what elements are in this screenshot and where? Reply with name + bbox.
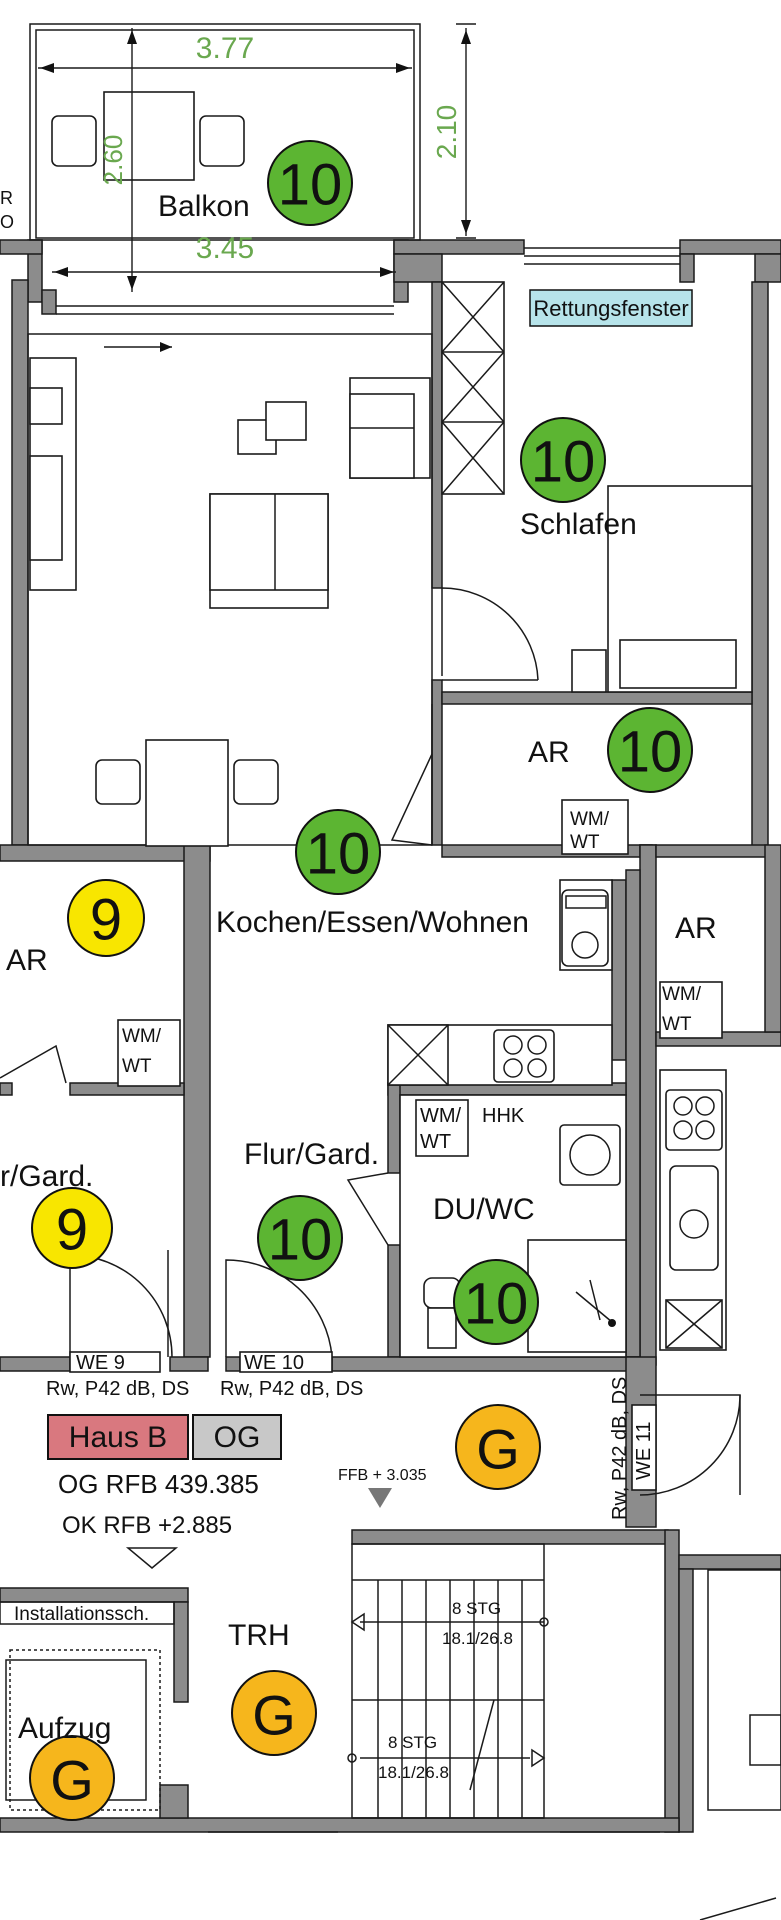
rettungsfenster-bg — [529, 289, 693, 327]
badge-flur — [257, 1195, 343, 1281]
og-rfb-label: OG RFB 439.385 — [58, 1469, 259, 1499]
wmwt-bath-1: WM/ — [420, 1105, 462, 1127]
dim-balkon-width-top: 3.77 — [196, 32, 254, 65]
annotations: Rettungsfenster WM/ WT WM/ WT WM/ WT WM/… — [0, 188, 702, 1782]
wmwt-top-1: WM/ — [570, 809, 610, 830]
badge-duwc — [453, 1259, 539, 1345]
room-label-balkon: Balkon — [158, 190, 250, 223]
badge-flur-text: 10 — [268, 1208, 333, 1273]
room-label-aufzug: Aufzug — [18, 1712, 111, 1745]
stairs-lower-steps: 8 STG — [388, 1733, 437, 1752]
wmwt-right-2: WT — [662, 1014, 692, 1035]
door-spec-we10: Rw, P42 dB, DS — [220, 1378, 363, 1400]
room-label-kochen: Kochen/Essen/Wohnen — [216, 906, 529, 939]
badge-balkon-text: 10 — [278, 153, 343, 218]
rettungsfenster-label: Rettungsfenster — [533, 296, 688, 321]
we9-label: WE 9 — [76, 1352, 125, 1374]
badge-ar-top-text: 10 — [618, 720, 683, 785]
badge-flur-left-text: 9 — [56, 1198, 88, 1263]
haus-label: Haus B — [69, 1421, 167, 1454]
badge-flur-left — [31, 1187, 113, 1269]
room-label-ar-left: AR — [6, 944, 48, 977]
badge-trh — [231, 1670, 317, 1756]
og-label-bg — [192, 1414, 282, 1460]
badge-kochen-text: 10 — [306, 822, 371, 887]
room-label-flur: Flur/Gard. — [244, 1138, 379, 1171]
hhk-label: HHK — [482, 1105, 525, 1127]
badge-trh-top-text: G — [476, 1418, 520, 1481]
haus-label-bg — [47, 1414, 189, 1460]
room-label-schlafen: Schlafen — [520, 508, 637, 541]
room-labels: Balkon Schlafen AR Kochen/Essen/Wohnen A… — [0, 190, 717, 1745]
ffb-label: FFB + 3.035 — [338, 1467, 427, 1484]
installation-label: Installationssch. — [14, 1604, 149, 1625]
wmwt-top-2: WT — [570, 832, 600, 853]
wmwt-left-1: WM/ — [122, 1026, 162, 1047]
linework — [0, 23, 781, 1920]
badge-duwc-text: 10 — [464, 1272, 529, 1337]
room-badges: 10 10 10 10 9 9 10 10 G G G — [29, 140, 693, 1821]
badge-ar-left — [67, 879, 145, 957]
stairs-upper-steps: 8 STG — [452, 1599, 501, 1618]
badge-ar-left-text: 9 — [90, 888, 122, 953]
door-spec-we9: Rw, P42 dB, DS — [46, 1378, 189, 1400]
room-label-ar-right: AR — [675, 912, 717, 945]
edge-label-o: O — [0, 212, 14, 232]
dim-balkon-depth-inner: 2.60 — [98, 135, 128, 186]
dim-balkon-width-bottom: 3.45 — [196, 232, 254, 265]
badge-schlafen-text: 10 — [531, 430, 596, 495]
door-spec-we11: Rw, P42 dB, DS — [609, 1377, 631, 1520]
badge-balkon — [267, 140, 353, 226]
badge-schlafen — [520, 417, 606, 503]
badge-ar-top — [607, 707, 693, 793]
badge-trh-text: G — [252, 1684, 296, 1747]
we11-label: WE 11 — [633, 1421, 655, 1480]
dim-balkon-depth-outer: 2.10 — [431, 105, 462, 160]
stairs-upper-ratio: 18.1/26.8 — [442, 1629, 513, 1648]
wmwt-right-1: WM/ — [662, 984, 702, 1005]
we10-label: WE 10 — [244, 1352, 304, 1374]
room-label-ar-top: AR — [528, 736, 570, 769]
edge-label-r: R — [0, 188, 13, 208]
wmwt-left-2: WT — [122, 1056, 152, 1077]
walls — [0, 239, 781, 1833]
badge-aufzug — [29, 1735, 115, 1821]
wmwt-bath-2: WT — [420, 1131, 451, 1153]
room-label-trh: TRH — [228, 1619, 290, 1652]
stairs-lower-ratio: 18.1/26.8 — [378, 1763, 449, 1782]
badge-trh-top — [455, 1404, 541, 1490]
ok-rfb-label: OK RFB +2.885 — [62, 1512, 232, 1539]
og-label: OG — [214, 1421, 261, 1454]
room-label-flur-left: r/Gard. — [0, 1160, 93, 1193]
badge-aufzug-text: G — [50, 1749, 94, 1812]
room-label-duwc: DU/WC — [433, 1193, 535, 1226]
dimension-labels: 3.77 3.45 2.60 2.10 — [98, 32, 462, 265]
badge-kochen — [295, 809, 381, 895]
